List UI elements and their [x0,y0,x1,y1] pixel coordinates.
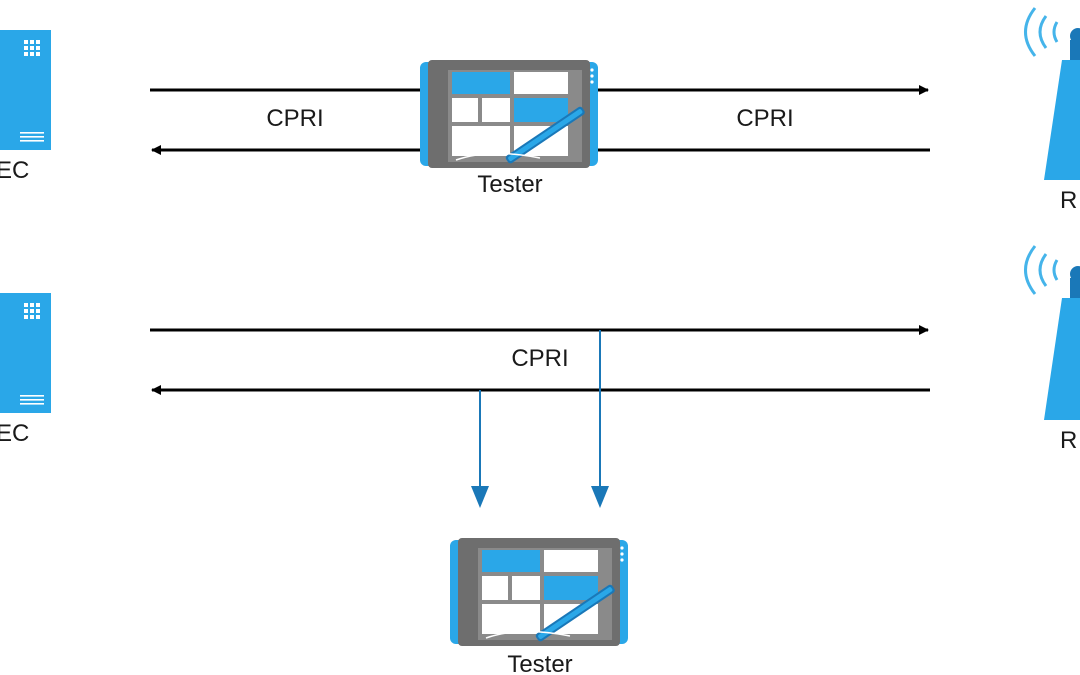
cpri-label-top-left: CPRI [266,105,323,132]
cpri-label-top-right: CPRI [736,105,793,132]
server-icon [0,293,51,413]
re-tower-top: R [1024,7,1080,214]
re-tower-bottom: R [1024,245,1080,454]
tablet-tester-icon [420,60,598,168]
tester-label-bottom: Tester [507,651,572,675]
tester-passive: Tester [450,538,628,675]
cpri-label-bottom: CPRI [511,345,568,372]
tester-label-top: Tester [477,171,542,198]
re-label-bottom: R [1060,427,1077,454]
downlink-tap-arrowhead [591,486,609,508]
rec-label-bottom: EC [0,420,29,447]
uplink-tap-arrowhead [471,486,489,508]
re-label-top: R [1060,187,1077,214]
server-icon [0,30,51,150]
rec-server-top: EC [0,30,51,184]
cpri-link-bottom: CPRI [150,325,930,395]
tablet-tester-icon [450,538,628,646]
rec-label-top: EC [0,157,29,184]
tap-arrows [471,330,609,508]
radio-tower-icon [1024,7,1080,180]
tester-inline: Tester [420,60,598,198]
rec-server-bottom: EC [0,293,51,447]
radio-tower-icon [1024,245,1080,420]
